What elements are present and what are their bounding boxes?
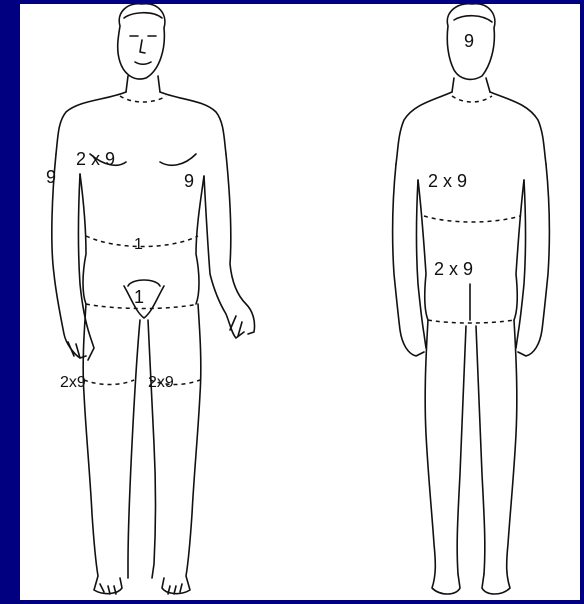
back-head-label: 9 bbox=[464, 32, 474, 50]
front-arm-right-label: 9 bbox=[46, 168, 56, 186]
back-legs bbox=[425, 320, 460, 594]
diagram-panel: 2 x 9 9 9 1 1 2x9 2x9 9 2 x 9 2 x 9 bbox=[20, 4, 580, 600]
front-torso-outline bbox=[56, 92, 126, 154]
back-figure bbox=[393, 4, 550, 594]
front-arm-left bbox=[226, 154, 255, 334]
front-chest-label: 2 x 9 bbox=[76, 150, 115, 168]
front-thigh-left-label: 2x9 bbox=[148, 374, 174, 392]
back-lower-label: 2 x 9 bbox=[434, 260, 473, 278]
front-figure bbox=[52, 4, 255, 594]
back-torso-outline bbox=[396, 92, 452, 164]
front-abdomen-label: 1 bbox=[134, 236, 143, 254]
rule-of-nines-drawing bbox=[20, 4, 580, 600]
back-upper-label: 2 x 9 bbox=[428, 172, 467, 190]
front-arm-left-label: 9 bbox=[184, 172, 194, 190]
front-perineum-label: 1 bbox=[134, 288, 144, 306]
front-thigh-right-label: 2x9 bbox=[60, 374, 86, 392]
front-legs bbox=[83, 304, 122, 594]
